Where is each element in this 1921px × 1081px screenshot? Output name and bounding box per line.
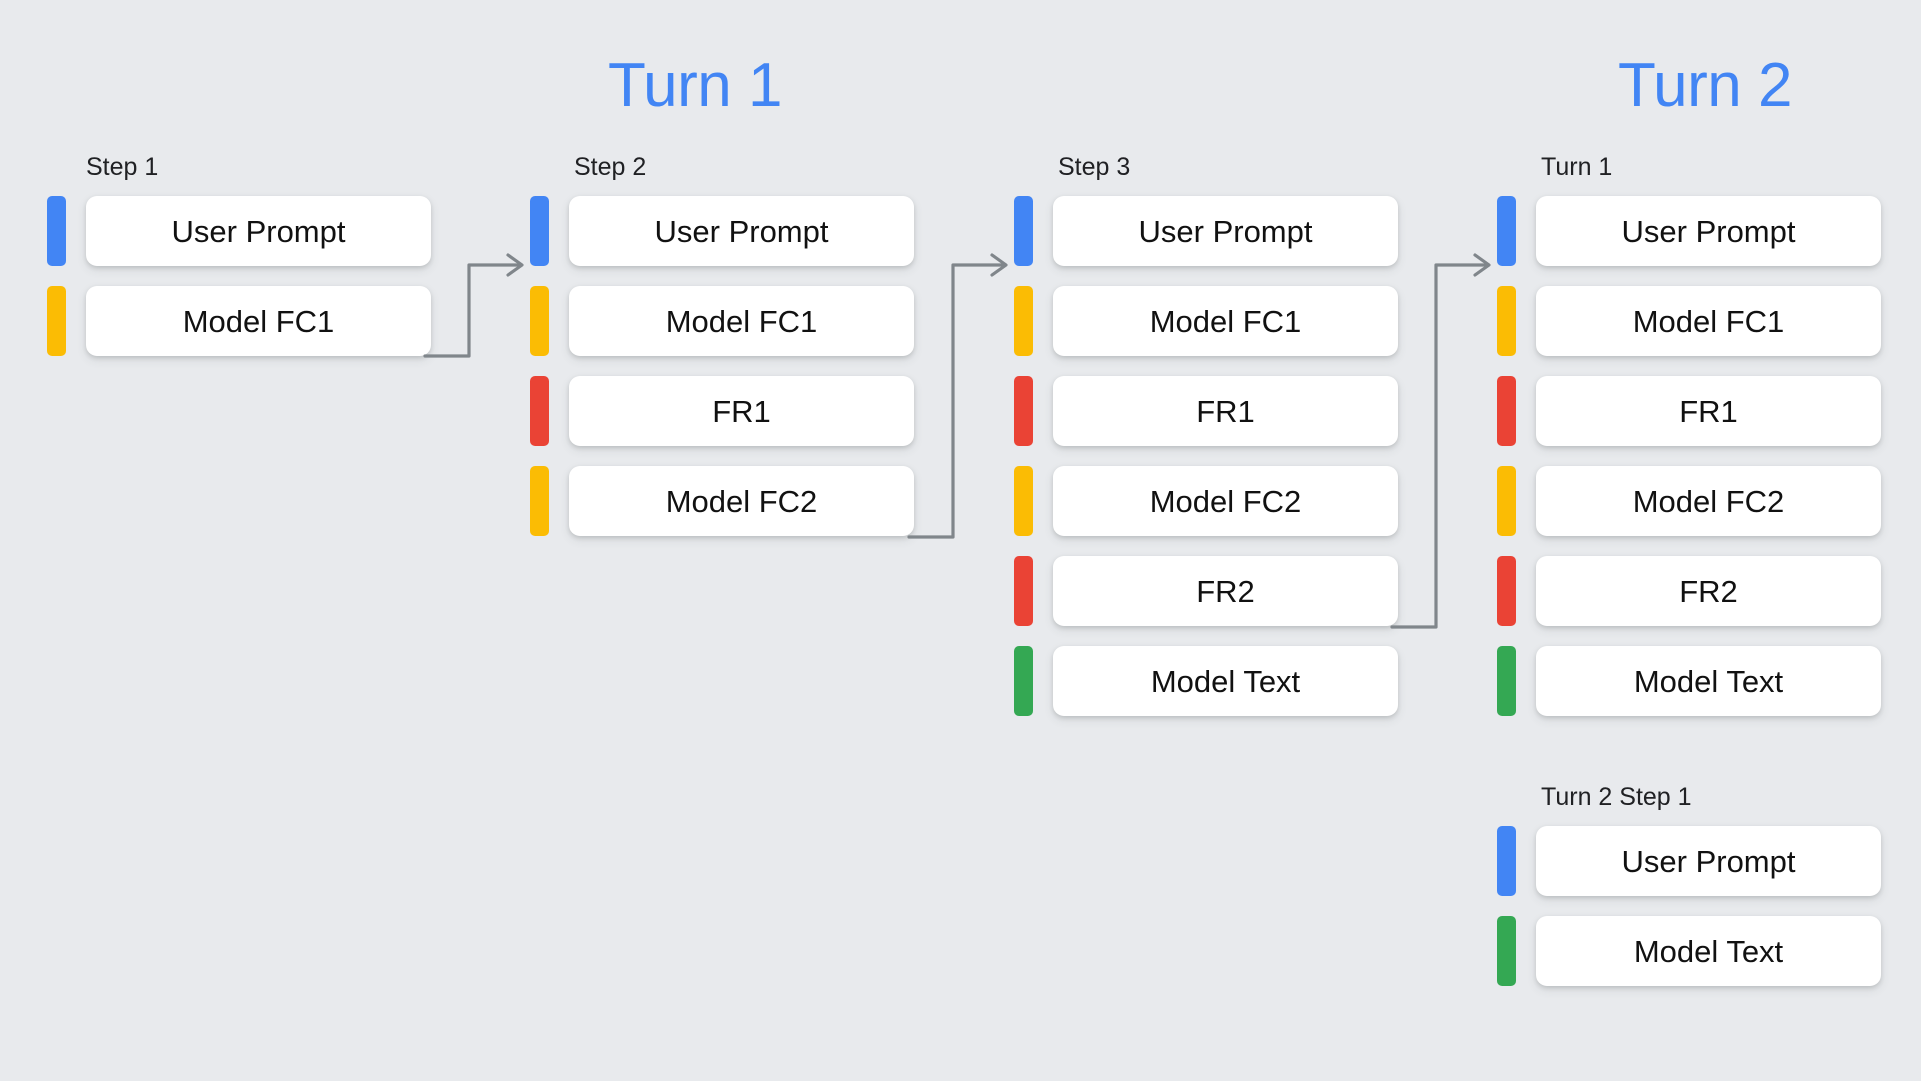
row-card-label: Model FC1: [182, 303, 335, 339]
row-color-bar-yellow: [47, 286, 66, 356]
row-card[interactable]: User Prompt: [86, 196, 431, 266]
column-label-step-3: Step 3: [1058, 153, 1131, 181]
row-card[interactable]: Model FC1: [1053, 286, 1398, 356]
row-card-label: User Prompt: [1621, 843, 1796, 879]
row-card-label: Model Text: [1150, 663, 1301, 699]
row-card[interactable]: User Prompt: [1053, 196, 1398, 266]
row-card[interactable]: FR2: [1536, 556, 1881, 626]
row-card-label: User Prompt: [1621, 213, 1796, 249]
row-card-label: User Prompt: [654, 213, 829, 249]
row-card-label: FR2: [1196, 573, 1255, 609]
row-card-label: User Prompt: [171, 213, 346, 249]
row-color-bar-blue: [1497, 196, 1516, 266]
row-color-bar-yellow: [1497, 466, 1516, 536]
row-card[interactable]: FR1: [569, 376, 914, 446]
row-card-label: Model FC1: [1149, 303, 1302, 339]
row-color-bar-yellow: [1014, 286, 1033, 356]
row-color-bar-yellow: [1497, 286, 1516, 356]
row-color-bar-green: [1497, 646, 1516, 716]
row-color-bar-blue: [47, 196, 66, 266]
column-label-turn-2-step-1: Turn 2 Step 1: [1541, 783, 1692, 811]
row-card-label: Model FC2: [1149, 483, 1302, 519]
column-label-step-1: Step 1: [86, 153, 159, 181]
row-card-label: Model FC1: [665, 303, 818, 339]
row-color-bar-yellow: [530, 286, 549, 356]
row-card[interactable]: Model FC2: [1536, 466, 1881, 536]
row-color-bar-red: [1497, 376, 1516, 446]
row-card-label: FR1: [1196, 393, 1255, 429]
row-color-bar-red: [1497, 556, 1516, 626]
column-label-turn-1: Turn 1: [1541, 153, 1613, 181]
row-card[interactable]: Model Text: [1536, 916, 1881, 986]
row-card[interactable]: Model FC1: [86, 286, 431, 356]
row-card[interactable]: Model FC2: [569, 466, 914, 536]
row-card-label: Model FC2: [1632, 483, 1785, 519]
row-card[interactable]: FR1: [1053, 376, 1398, 446]
row-card-label: User Prompt: [1138, 213, 1313, 249]
row-card-label: Model FC2: [665, 483, 818, 519]
row-card[interactable]: User Prompt: [569, 196, 914, 266]
row-color-bar-yellow: [530, 466, 549, 536]
turn-1-title: Turn 1: [608, 51, 782, 120]
row-color-bar-blue: [1014, 196, 1033, 266]
row-color-bar-red: [530, 376, 549, 446]
row-card[interactable]: Model Text: [1536, 646, 1881, 716]
row-card[interactable]: FR1: [1536, 376, 1881, 446]
row-color-bar-green: [1014, 646, 1033, 716]
row-card-label: Model Text: [1633, 933, 1784, 969]
row-card[interactable]: Model FC1: [1536, 286, 1881, 356]
row-card-label: FR1: [712, 393, 771, 429]
turn-2-title: Turn 2: [1618, 51, 1792, 120]
row-color-bar-green: [1497, 916, 1516, 986]
row-card-label: FR1: [1679, 393, 1738, 429]
row-color-bar-red: [1014, 556, 1033, 626]
row-card[interactable]: User Prompt: [1536, 196, 1881, 266]
row-card[interactable]: Model Text: [1053, 646, 1398, 716]
row-card[interactable]: Model FC2: [1053, 466, 1398, 536]
row-card-label: FR2: [1679, 573, 1738, 609]
row-color-bar-blue: [1497, 826, 1516, 896]
row-card-label: Model Text: [1633, 663, 1784, 699]
row-color-bar-yellow: [1014, 466, 1033, 536]
row-card-label: Model FC1: [1632, 303, 1785, 339]
row-card[interactable]: FR2: [1053, 556, 1398, 626]
row-card[interactable]: User Prompt: [1536, 826, 1881, 896]
row-color-bar-red: [1014, 376, 1033, 446]
column-label-step-2: Step 2: [574, 153, 647, 181]
row-card[interactable]: Model FC1: [569, 286, 914, 356]
row-color-bar-blue: [530, 196, 549, 266]
